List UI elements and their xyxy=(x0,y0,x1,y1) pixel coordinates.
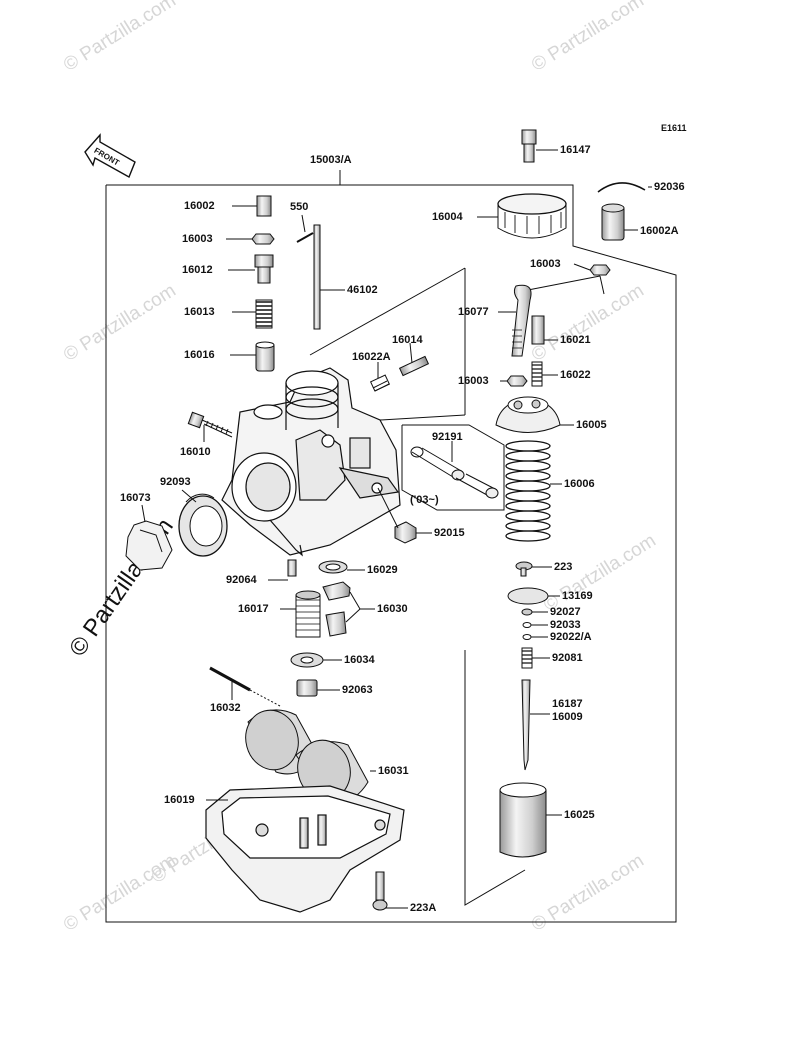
part-label[interactable]: 16032 xyxy=(210,702,241,714)
part-label[interactable]: 16073 xyxy=(120,492,151,504)
part-label[interactable]: 223 xyxy=(554,561,573,573)
part-label[interactable]: 16003 xyxy=(530,258,561,270)
part-label[interactable]: 92064 xyxy=(226,574,257,586)
part-label[interactable]: 16002A xyxy=(640,225,679,237)
part-label[interactable]: 16021 xyxy=(560,334,591,346)
part-label[interactable]: 16022A xyxy=(352,351,391,363)
part-label[interactable]: 92022/A xyxy=(550,631,592,643)
year-note: ('03~) xyxy=(410,494,439,506)
part-label[interactable]: 92027 xyxy=(550,606,581,618)
part-label[interactable]: 16147 xyxy=(560,144,591,156)
carburetor-body-icon xyxy=(221,367,401,557)
part-label[interactable]: 16031 xyxy=(378,765,409,777)
part-label[interactable]: 223A xyxy=(410,902,437,914)
part-label[interactable]: 16010 xyxy=(180,446,211,458)
part-label[interactable]: 16009 xyxy=(552,711,583,723)
part-label[interactable]: 16017 xyxy=(238,603,269,615)
part-label[interactable]: 46102 xyxy=(347,284,378,296)
assembly-frame xyxy=(105,184,677,923)
part-label[interactable]: 92063 xyxy=(342,684,373,696)
part-label[interactable]: 16013 xyxy=(184,306,215,318)
part-label[interactable]: 16012 xyxy=(182,264,213,276)
part-label[interactable]: 16003 xyxy=(458,375,489,387)
part-label[interactable]: 92036 xyxy=(654,181,685,193)
part-label[interactable]: 13169 xyxy=(562,590,593,602)
part-label[interactable]: 16006 xyxy=(564,478,595,490)
part-label[interactable]: 16019 xyxy=(164,794,195,806)
part-label[interactable]: 92015 xyxy=(434,527,465,539)
part-label[interactable]: 16014 xyxy=(392,334,423,346)
part-label[interactable]: 16016 xyxy=(184,349,215,361)
part-label[interactable]: 16002 xyxy=(184,200,215,212)
part-label[interactable]: 16005 xyxy=(576,419,607,431)
part-label[interactable]: 16034 xyxy=(344,654,375,666)
part-label[interactable]: 92093 xyxy=(160,476,191,488)
part-label[interactable]: 16030 xyxy=(377,603,408,615)
part-label[interactable]: 92081 xyxy=(552,652,583,664)
part-label[interactable]: 16004 xyxy=(432,211,463,223)
part-label[interactable]: 16025 xyxy=(564,809,595,821)
part-label[interactable]: 16022 xyxy=(560,369,591,381)
part-label[interactable]: 16029 xyxy=(367,564,398,576)
front-arrow-icon xyxy=(84,133,136,178)
part-label[interactable]: 92191 xyxy=(432,431,463,443)
part-label[interactable]: 92033 xyxy=(550,619,581,631)
diagram-code: E1611 xyxy=(661,123,687,133)
part-label[interactable]: 16003 xyxy=(182,233,213,245)
assembly-label: 15003/A xyxy=(310,154,352,166)
part-label[interactable]: 16077 xyxy=(458,306,489,318)
part-label[interactable]: 16187 xyxy=(552,698,583,710)
part-label[interactable]: 550 xyxy=(290,201,309,213)
